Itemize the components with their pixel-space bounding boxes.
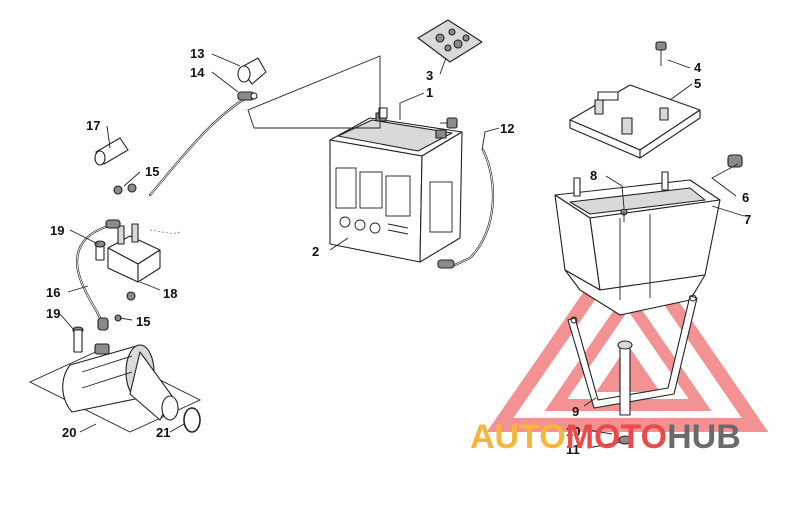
starter-cable [76, 219, 122, 331]
callout-1: 1 [426, 85, 433, 100]
battery [329, 112, 463, 263]
callout-11: 11 [566, 442, 580, 457]
callout-13: 13 [190, 46, 204, 61]
svg-text:AUTOMOTOHUB: AUTOMOTOHUB [470, 418, 741, 456]
starter-solenoid [107, 223, 181, 301]
callout-3: 3 [426, 68, 433, 83]
callout-4: 4 [694, 60, 702, 75]
positive-cable [148, 91, 258, 197]
callout-14: 14 [190, 65, 205, 80]
callout-5: 5 [694, 76, 701, 91]
nut-upper [113, 183, 137, 195]
callout-7: 7 [744, 212, 751, 227]
terminal-hardware-kit [417, 19, 483, 63]
callout-16: 16 [46, 285, 60, 300]
callout-19-lower: 19 [46, 306, 60, 321]
callout-9: 9 [572, 404, 579, 419]
starter-motor [28, 343, 202, 433]
callout-17: 17 [86, 118, 100, 133]
battery-cover-plate [569, 84, 701, 159]
box-screw [620, 208, 628, 222]
callout-8: 8 [590, 168, 597, 183]
callout-15-upper: 15 [145, 164, 159, 179]
solenoid-screw [94, 240, 106, 261]
cover-screw [655, 41, 667, 66]
callout-12: 12 [500, 121, 514, 136]
negative-cable [437, 148, 495, 269]
starter-screw [72, 326, 84, 353]
watermark-hub: HUB [667, 418, 741, 456]
terminal-bolt [378, 107, 388, 119]
callout-19-upper: 19 [50, 223, 64, 238]
watermark-logo: AUTOMOTOHUB [470, 418, 741, 456]
battery-label-panel [335, 167, 411, 235]
watermark-moto: MOTO [566, 418, 667, 456]
strap-nut [618, 435, 632, 445]
terminal-cover-cap [237, 57, 267, 85]
battery-terminal-cap [440, 117, 458, 129]
callout-18: 18 [163, 286, 177, 301]
callout-6: 6 [742, 190, 749, 205]
callout-20: 20 [62, 425, 76, 440]
callout-2: 2 [312, 244, 319, 259]
callout-21: 21 [156, 425, 170, 440]
strap-bolt [617, 340, 633, 416]
box-clip [727, 154, 743, 168]
o-ring [183, 407, 201, 433]
callout-10: 10 [566, 424, 580, 439]
terminal-boot [94, 137, 129, 166]
leader-lines [59, 53, 745, 449]
battery-box [554, 171, 721, 316]
callout-labels: 1 2 3 4 5 6 7 8 9 10 11 12 13 14 15 15 1… [46, 46, 751, 457]
callout-15-lower: 15 [136, 314, 150, 329]
watermark-auto: AUTO [470, 418, 566, 456]
